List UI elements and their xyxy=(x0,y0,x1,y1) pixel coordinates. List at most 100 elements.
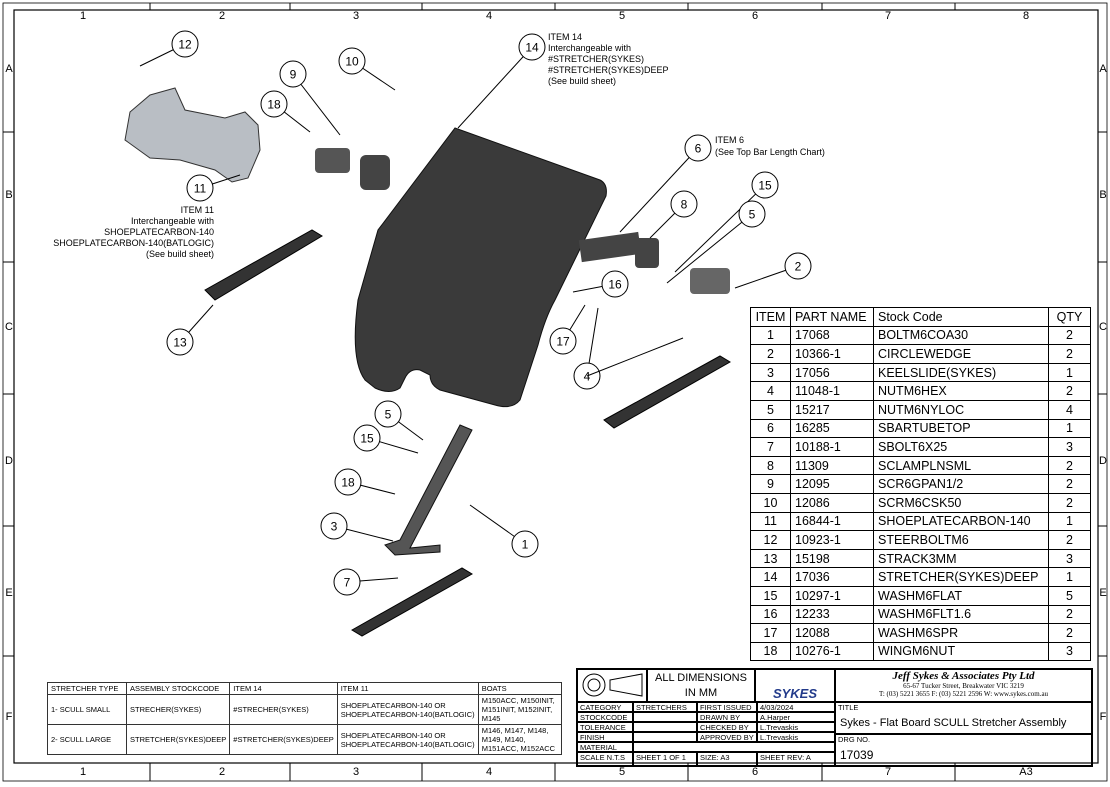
zone-row-label: B xyxy=(5,189,12,201)
bom-cell: KEELSLIDE(SYKES) xyxy=(873,362,1049,383)
shoeplate xyxy=(124,87,261,183)
balloon-circle xyxy=(338,47,366,75)
callout-line: (See Top Bar Length Chart) xyxy=(715,147,825,157)
bom-cell: SCLAMPLNSML xyxy=(873,455,1049,476)
leader-line xyxy=(674,184,766,273)
bom-cell: 2 xyxy=(1048,604,1091,625)
callout-line: Interchangeable with xyxy=(131,216,214,226)
item-balloon: 5 xyxy=(666,200,766,284)
callout-line: Interchangeable with xyxy=(548,43,631,53)
dimensions-note: ALL DIMENSIONS IN MM xyxy=(647,669,755,702)
bom-cell: 12095 xyxy=(790,474,874,494)
clamp xyxy=(635,238,659,268)
bom-cell: STRETCHER(SYKES)DEEP xyxy=(873,567,1049,587)
balloon-circle xyxy=(684,134,712,162)
bom-cell: SCRM6CSK50 xyxy=(873,492,1049,513)
item-balloon: 10 xyxy=(338,47,396,91)
item-balloon: 15 xyxy=(353,424,419,454)
title-block-first-issued-label: FIRST ISSUED xyxy=(697,702,757,712)
bom-header-cell: PART NAME xyxy=(790,307,874,327)
balloon-circle xyxy=(784,252,812,280)
callout-line: ITEM 6 xyxy=(715,135,744,145)
balloon-number: 6 xyxy=(695,142,702,156)
bom-cell: 15217 xyxy=(790,399,874,420)
callout-line: ITEM 14 xyxy=(548,32,582,42)
balloon-circle xyxy=(320,512,348,540)
bom-cell: 12086 xyxy=(790,492,874,513)
zone-column-label: 8 xyxy=(1023,10,1029,22)
title-block: ALL DIMENSIONS IN MM SYKES Jeff Sykes & … xyxy=(576,668,1093,767)
zone-column-label: 7 xyxy=(885,766,891,778)
title-label: TITLE xyxy=(838,703,859,712)
zone-column-label: 5 xyxy=(619,766,625,778)
bom-cell: 17 xyxy=(750,623,791,643)
bom-cell: 15 xyxy=(750,585,791,606)
item-balloon: 18 xyxy=(334,468,396,496)
bom-cell: 2 xyxy=(1048,455,1091,476)
bom-cell: 10923-1 xyxy=(790,530,874,550)
title-block-tolerance-label: TOLERANCE xyxy=(577,722,633,732)
stretcher-cell: #STRECHER(SYKES) xyxy=(229,694,338,725)
bom-cell: 16285 xyxy=(790,418,874,439)
bom-cell: WASHM6SPR xyxy=(873,623,1049,643)
drawing-number: 17039 xyxy=(840,748,874,762)
bom-cell: SBARTUBETOP xyxy=(873,418,1049,439)
company-info: Jeff Sykes & Associates Pty Ltd 65-67 Tu… xyxy=(835,669,1092,702)
item-balloon: 18 xyxy=(260,90,311,133)
stretcher-cell: #STRETCHER(SYKES)DEEP xyxy=(229,724,338,755)
item-balloon: 5 xyxy=(374,400,424,441)
balloon-circle xyxy=(333,568,361,596)
title-block-approved-by: L.Trevaskis xyxy=(757,732,835,742)
title-cell: TITLE Sykes - Flat Board SCULL Stretcher… xyxy=(835,702,1092,734)
bom-cell: 2 xyxy=(1048,530,1091,550)
bom-cell: 10 xyxy=(750,492,791,513)
bom-cell: 1 xyxy=(1048,511,1091,532)
stretcher-cell: STRETCHER(SYKES)DEEP xyxy=(125,724,231,755)
title-block-drawn-by: A.Harper xyxy=(757,712,835,722)
clamp xyxy=(360,155,390,190)
balloon-number: 15 xyxy=(758,179,772,193)
bom-cell: 5 xyxy=(1048,585,1091,606)
bom-cell: 16844-1 xyxy=(790,511,874,532)
bom-cell: SCR6GPAN1/2 xyxy=(873,474,1049,494)
top-bar-tube xyxy=(578,231,642,263)
balloon-circle xyxy=(670,190,698,218)
callout-line: (See build sheet) xyxy=(146,249,214,259)
zone-column-label: 3 xyxy=(353,766,359,778)
bom-cell: 12 xyxy=(750,530,791,550)
stretcher-cell: SHOEPLATECARBON-140 OR SHOEPLATECARBON-1… xyxy=(336,694,479,725)
zone-row-label: A xyxy=(1099,63,1107,75)
bom-cell: STEERBOLTM6 xyxy=(873,530,1049,550)
bom-cell: 4 xyxy=(750,381,791,401)
bom-cell: 4 xyxy=(1048,399,1091,420)
track-rail xyxy=(204,229,323,301)
balloon-number: 8 xyxy=(681,198,688,212)
title-block-material-label: MATERIAL xyxy=(577,742,633,752)
stretcher-cell: 1- SCULL SMALL xyxy=(47,694,127,725)
title-block-finish-label: FINISH xyxy=(577,732,633,742)
balloon-circle xyxy=(260,90,288,118)
bom-cell: 17056 xyxy=(790,362,874,383)
title-block-scale: SCALE N.T.S xyxy=(577,752,633,766)
balloon-circle xyxy=(374,400,402,428)
balloon-number: 5 xyxy=(749,208,756,222)
title-block-size: SIZE: A3 xyxy=(697,752,757,766)
bom-cell: 8 xyxy=(750,455,791,476)
projection-symbol xyxy=(577,669,647,702)
bom-cell: 10276-1 xyxy=(790,641,874,662)
zone-row-label: E xyxy=(5,587,12,599)
balloon-number: 2 xyxy=(795,260,802,274)
bom-cell: 12233 xyxy=(790,604,874,625)
